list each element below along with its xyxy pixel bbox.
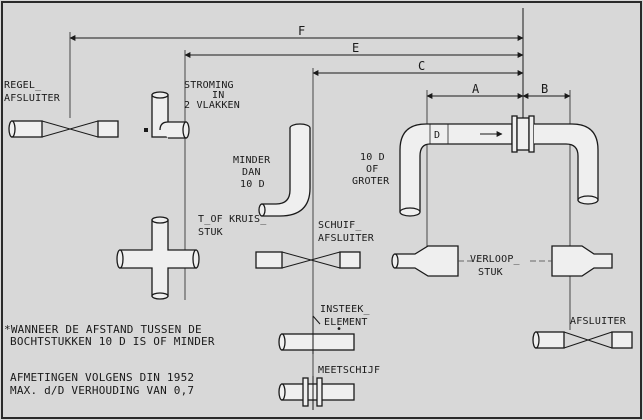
- afsluiter-label: AFSLUITER: [570, 316, 627, 327]
- tkruis-label-1: T_OF KRUIS_: [198, 214, 267, 225]
- schuif-label-1: SCHUIF_: [318, 220, 362, 231]
- main-pipe-run: D: [399, 115, 599, 217]
- minder-label-2: DAN: [242, 167, 261, 178]
- short-bend-symbol: [258, 123, 311, 217]
- regel-label-2: AFSLUITER: [4, 93, 61, 104]
- gate-valve-symbol: [255, 251, 361, 269]
- stroming-label-2: IN: [212, 90, 224, 101]
- dim-d-label: D: [434, 130, 440, 141]
- dim-e-label: E: [352, 41, 359, 55]
- stroming-label-1: STROMING: [184, 80, 234, 91]
- verloop-label-1: VERLOOP_: [470, 254, 521, 265]
- orifice-plate-symbol: [278, 376, 355, 410]
- dim-b-label: B: [541, 82, 548, 96]
- control-valve-symbol: [8, 120, 119, 138]
- stroming-label-3: 2 VLAKKEN: [184, 100, 240, 111]
- bottom-line-2: MAX. d/D VERHOUDING VAN 0,7: [10, 384, 194, 397]
- tend-label-1: 10 D: [360, 152, 385, 163]
- meetschijf-label: MEETSCHIJF: [318, 365, 380, 376]
- schuif-label-2: AFSLUITER: [318, 233, 375, 244]
- note-line-2: BOCHTSTUKKEN 10 D IS OF MINDER: [10, 335, 215, 348]
- tkruis-label-2: STUK: [198, 227, 223, 238]
- regel-label-1: REGEL_: [4, 80, 42, 91]
- dim-c-label: C: [418, 59, 425, 73]
- dim-f-label: F: [298, 24, 305, 38]
- reducer-symbol: [391, 245, 613, 277]
- insteek-marker: •: [336, 324, 342, 335]
- two-plane-flow-symbol: [144, 91, 190, 139]
- tend-label-3: GROTER: [352, 176, 390, 187]
- tee-or-cross-symbol: [116, 216, 200, 300]
- dim-a-label: A: [472, 82, 480, 96]
- note-line-1: *WANNEER DE AFSTAND TUSSEN DE: [4, 323, 202, 336]
- minder-label-3: 10 D: [240, 179, 265, 190]
- insteek-label-1: INSTEEK_: [320, 304, 371, 315]
- shutoff-valve-symbol: [532, 331, 633, 349]
- bottom-line-1: AFMETINGEN VOLGENS DIN 1952: [10, 371, 194, 384]
- tend-label-2: OF: [366, 164, 378, 175]
- minder-label-1: MINDER: [233, 155, 271, 166]
- insertion-element-symbol: •: [278, 315, 355, 354]
- verloop-label-2: STUK: [478, 267, 503, 278]
- insteek-label-2: ELEMENT: [324, 317, 368, 328]
